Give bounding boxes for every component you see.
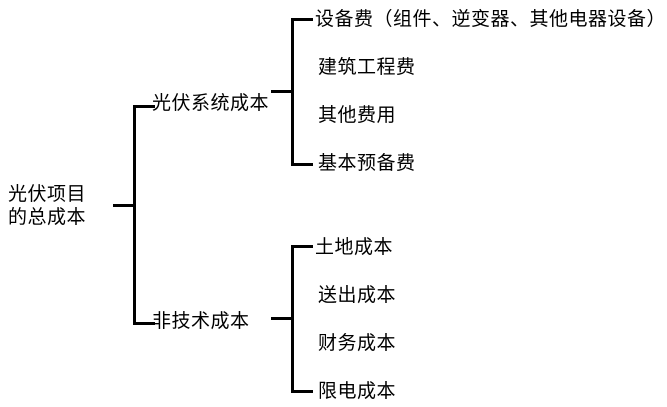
root-node-label-line1: 光伏项目	[8, 183, 87, 205]
leaf-label-equipment-cost: 设备费（组件、逆变器、其他电器设备）	[315, 8, 667, 30]
branch-label-pv-system-cost: 光伏系统成本	[152, 92, 270, 114]
root-node-label: 光伏项目 的总成本	[8, 183, 113, 229]
branch-label-non-technical-cost: 非技术成本	[152, 310, 250, 332]
branch-bracket-nub-non-technical-cost	[271, 317, 292, 320]
leaf-label-financial-cost: 财务成本	[318, 332, 397, 354]
root-bracket-nub	[113, 204, 134, 207]
leaf-label-land-cost: 土地成本	[315, 236, 394, 258]
leaf-label-curtailment-cost: 限电成本	[318, 380, 397, 402]
branch-bracket-non-technical-cost	[291, 245, 313, 393]
branch-bracket-pv-system-cost	[291, 18, 313, 166]
root-bracket	[133, 105, 155, 325]
branch-bracket-nub-pv-system-cost	[271, 90, 292, 93]
leaf-label-transmission-cost: 送出成本	[318, 284, 397, 306]
leaf-label-other-cost: 其他费用	[318, 104, 397, 126]
leaf-label-construction-cost: 建筑工程费	[318, 56, 416, 78]
root-node-label-line2: 的总成本	[8, 206, 87, 228]
leaf-label-basic-reserve-cost: 基本预备费	[318, 152, 416, 174]
